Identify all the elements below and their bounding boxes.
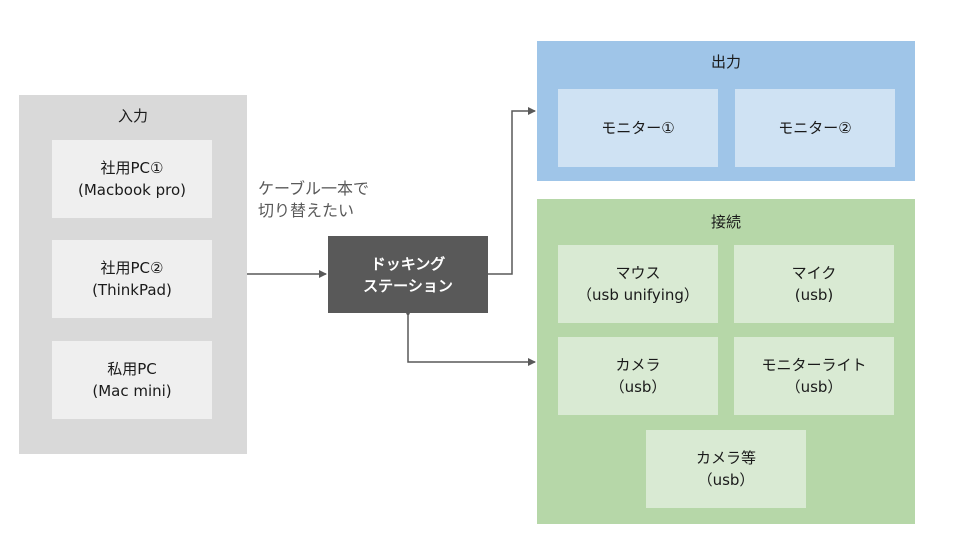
note-line: 切り替えたい <box>258 201 355 220</box>
connect-box-camera-etc: カメラ等 （usb） <box>646 430 806 508</box>
input-box-sublabel: (Mac mini) <box>92 382 172 400</box>
connect-group-title: 接続 <box>710 213 741 231</box>
connect-box-mouse: マウス （usb unifying） <box>558 245 718 323</box>
connect-box-label: モニターライト <box>761 356 867 374</box>
output-box-label: モニター② <box>778 119 852 137</box>
connect-group: 接続 マウス （usb unifying） マイク (usb) カメラ （usb… <box>537 199 915 524</box>
connect-box-sublabel: （usb） <box>785 378 843 396</box>
output-box-monitor-1: モニター① <box>558 89 718 167</box>
connect-box-sublabel: （usb） <box>609 378 667 396</box>
input-box-private-pc: 私用PC (Mac mini) <box>52 341 212 419</box>
note-line: ケーブル一本で <box>258 179 370 198</box>
input-box-work-pc-1: 社用PC① (Macbook pro) <box>52 140 212 218</box>
output-box-label: モニター① <box>601 119 675 137</box>
connect-box-sublabel: （usb unifying） <box>577 286 699 304</box>
connect-box-monitor-light: モニターライト （usb） <box>734 337 894 415</box>
input-box-label: 社用PC① <box>100 159 164 177</box>
connect-box-label: マイク <box>791 264 837 282</box>
connect-box-label: マウス <box>615 264 661 282</box>
docking-station-box: ドッキング ステーション <box>328 236 488 313</box>
output-group-title: 出力 <box>710 53 741 71</box>
note-text: ケーブル一本で 切り替えたい <box>258 178 369 222</box>
output-box-monitor-2: モニター② <box>735 89 895 167</box>
connect-box-label: カメラ <box>615 356 661 374</box>
connect-box-label: カメラ等 <box>695 449 756 467</box>
connect-box-mic: マイク (usb) <box>734 245 894 323</box>
arrow-dock-connect <box>404 309 536 366</box>
dock-label: ドッキング <box>370 254 446 273</box>
arrow-dock-to-output <box>488 107 536 275</box>
output-group: 出力 モニター① モニター② <box>537 41 915 181</box>
input-box-sublabel: (Macbook pro) <box>78 181 186 199</box>
connect-box-camera: カメラ （usb） <box>558 337 718 415</box>
input-group: 入力 社用PC① (Macbook pro) 社用PC② (ThinkPad) … <box>19 95 247 454</box>
connect-box-sublabel: （usb） <box>697 471 755 489</box>
dock-label: ステーション <box>363 276 453 295</box>
input-box-work-pc-2: 社用PC② (ThinkPad) <box>52 240 212 318</box>
input-group-title: 入力 <box>117 107 148 125</box>
input-box-sublabel: (ThinkPad) <box>92 281 172 299</box>
input-box-label: 社用PC② <box>100 259 164 277</box>
connect-box-sublabel: (usb) <box>794 286 834 304</box>
input-box-label: 私用PC <box>107 360 157 378</box>
